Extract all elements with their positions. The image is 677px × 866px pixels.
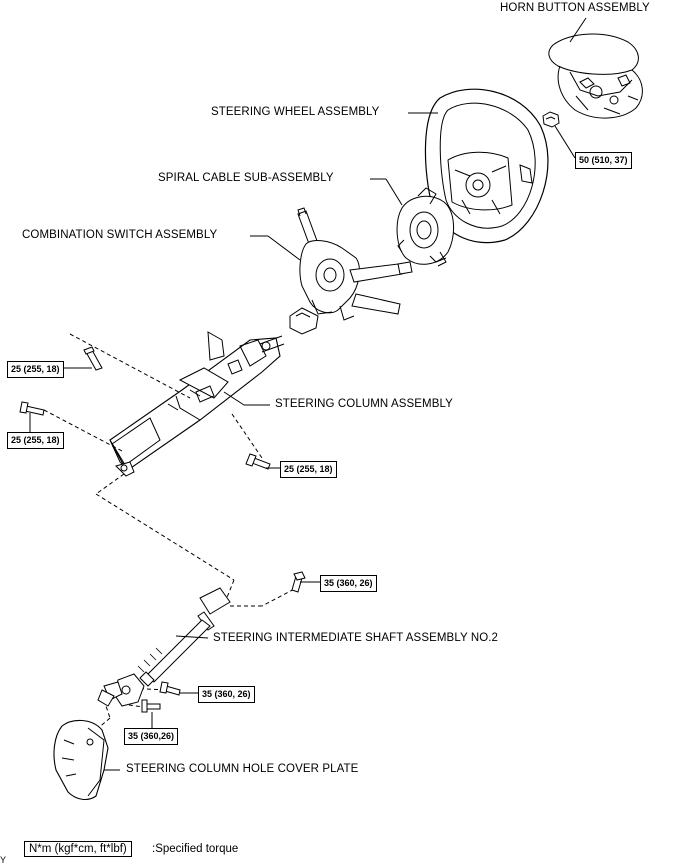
switch-clip-illustration — [289, 307, 319, 335]
assembly-dashed-lines — [43, 333, 301, 731]
label-spiral-cable: SPIRAL CABLE SUB-ASSEMBLY — [158, 172, 334, 184]
label-hole-cover-plate: STEERING COLUMN HOLE COVER PLATE — [126, 763, 359, 775]
spiral-cable-illustration — [396, 187, 454, 267]
steering-wheel-illustration — [424, 88, 549, 244]
shaft-bolt-lower — [159, 681, 181, 696]
leader-intermediate-shaft — [175, 635, 209, 639]
torque-column-bolt-upper: 25 (255, 18) — [7, 361, 64, 378]
leader-wheel-nut — [554, 125, 576, 159]
torque-shaft-bolt-lower: 35 (360, 26) — [198, 686, 255, 703]
label-steering-wheel: STEERING WHEEL ASSEMBLY — [211, 106, 380, 118]
legend-unit-box: N*m (kgf*cm, ft*lbf) — [24, 841, 132, 857]
hole-cover-plate-illustration — [53, 719, 109, 801]
leader-combination-switch-2 — [267, 235, 301, 261]
torque-shaft-bolt-bottom: 35 (360,26) — [124, 728, 179, 745]
horn-button-illustration — [548, 33, 643, 119]
column-bolt-left — [19, 401, 45, 416]
combination-switch-illustration — [297, 207, 413, 321]
column-bolt-lower — [245, 453, 271, 470]
label-combination-switch: COMBINATION SWITCH ASSEMBLY — [22, 229, 218, 241]
label-horn-button: HORN BUTTON ASSEMBLY — [500, 2, 650, 14]
label-intermediate-shaft: STEERING INTERMEDIATE SHAFT ASSEMBLY NO.… — [213, 632, 499, 644]
leader-spiral-cable-2 — [385, 178, 403, 206]
torque-wheel-nut: 50 (510, 37) — [575, 152, 632, 169]
intermediate-shaft-illustration — [97, 587, 231, 707]
leader-steering-column-2 — [223, 391, 245, 406]
legend-description: :Specified torque — [152, 843, 239, 855]
wheel-nut — [542, 111, 560, 128]
steering-column-illustration — [109, 331, 285, 477]
leader-horn-button — [569, 17, 587, 43]
corner-mark: Y — [0, 855, 7, 865]
torque-column-bolt-left: 25 (255, 18) — [7, 432, 64, 449]
shaft-bolt-bottom — [141, 699, 161, 713]
column-bolt-upper — [83, 346, 103, 371]
torque-column-bolt-lower: 25 (255, 18) — [280, 461, 337, 478]
shaft-bolt-upper — [291, 571, 306, 593]
torque-shaft-bolt-upper: 35 (360, 26) — [320, 575, 377, 592]
label-steering-column: STEERING COLUMN ASSEMBLY — [275, 398, 453, 410]
